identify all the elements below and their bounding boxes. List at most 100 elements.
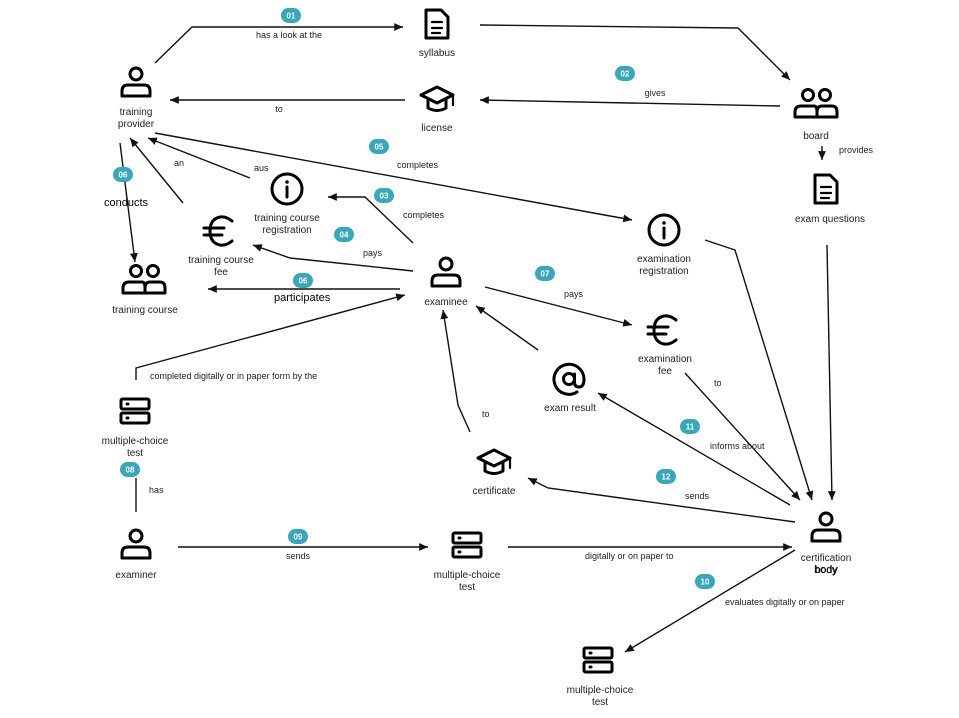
edge-questions-to-body	[826, 244, 836, 501]
edge-label-completes-exam-reg: completes	[397, 160, 439, 170]
edge-evaluates	[624, 549, 796, 653]
step-badge-03: 03	[374, 188, 394, 203]
node-label-line1: examinee	[424, 297, 468, 308]
edge-label-conducts: conducts	[104, 197, 149, 209]
document-icon	[424, 8, 450, 40]
edge-completes-exam-reg	[154, 132, 633, 223]
edge-label-completed-by: completed digitally or in paper form by …	[150, 371, 317, 381]
node-examinee: examinee	[424, 256, 468, 308]
node-training-course-fee: training course fee	[188, 215, 254, 278]
svg-text:11: 11	[686, 423, 695, 432]
node-label-line1: exam result	[544, 403, 596, 414]
step-badge-12: 12	[656, 469, 676, 484]
edge-label-provides: provides	[839, 145, 874, 155]
at-sign-icon	[552, 362, 586, 396]
euro-icon	[646, 314, 678, 346]
step-badge-04: 04	[334, 227, 354, 242]
server-icon	[451, 531, 483, 559]
node-training-course-registration: training course registration	[254, 172, 320, 236]
node-label-line1: training	[120, 107, 153, 118]
node-label-line1: training course	[188, 255, 254, 266]
edge-label-completes-course-reg: completes	[403, 210, 445, 220]
node-label-line2: test	[592, 697, 608, 708]
node-label-line2: registration	[262, 225, 311, 236]
step-badge-09: 09	[288, 529, 308, 544]
node-label-line1: multiple-choice	[434, 570, 501, 581]
edge-label-evaluates: evaluates digitally or on paper	[725, 597, 845, 607]
step-badge-01: 01	[281, 8, 301, 23]
step-badge-05: 05	[369, 139, 389, 154]
edge-label-to-exam-fee: to	[714, 378, 722, 388]
svg-text:04: 04	[340, 231, 349, 240]
node-multiple-choice-test-1: multiple-choice test	[102, 397, 169, 459]
node-label-line2: test	[459, 582, 475, 593]
edge-aus	[147, 137, 251, 179]
person-icon	[120, 66, 152, 98]
svg-text:02: 02	[621, 70, 630, 79]
svg-text:01: 01	[287, 12, 296, 21]
person-icon	[430, 256, 462, 288]
edge-label-aus: aus	[254, 163, 269, 173]
euro-icon	[202, 215, 234, 247]
edge-completes-course-reg	[328, 193, 414, 244]
edge-syllabus-to-board	[479, 24, 791, 81]
node-multiple-choice-test-3: multiple-choice test	[567, 646, 634, 708]
svg-text:09: 09	[294, 533, 303, 542]
node-label-line2: fee	[658, 366, 672, 377]
edges	[119, 23, 836, 653]
edge-label-to-license: to	[275, 104, 283, 114]
edge-certificate-to-examinee	[440, 309, 471, 433]
node-training-course: training course	[112, 264, 178, 316]
step-badges: 01 02 03 04 05 06 06 07 08 09 10 11 12	[113, 8, 715, 589]
edge-label-participates: participates	[274, 292, 331, 304]
edge-fee-to-body	[684, 372, 801, 501]
server-icon	[119, 397, 151, 425]
edge-label-gives: gives	[644, 88, 666, 98]
step-badge-07: 07	[535, 266, 555, 281]
step-badge-11: 11	[680, 419, 700, 434]
edge-pays-exam-fee	[484, 286, 633, 327]
node-label-line1: examiner	[115, 570, 157, 581]
node-label-line1: multiple-choice	[102, 436, 169, 447]
node-certificate: certificate	[473, 448, 516, 497]
step-badge-02: 02	[615, 66, 635, 81]
edge-label-sends-certificate: sends	[685, 491, 710, 501]
node-label-line1: multiple-choice	[567, 685, 634, 696]
svg-text:03: 03	[380, 192, 389, 201]
graduation-cap-icon	[476, 448, 512, 475]
node-label-line1: exam questions	[795, 214, 865, 225]
edge-completed-by	[135, 293, 406, 380]
info-icon	[270, 172, 304, 206]
node-label-line1: certificate	[473, 486, 516, 497]
edge-label-has-a-look-at: has a look at the	[256, 30, 322, 40]
node-label-line2: registration	[639, 266, 688, 277]
node-examiner: examiner	[115, 528, 157, 581]
edge-result-to-examinee	[475, 305, 539, 351]
node-label-line2: body	[815, 565, 837, 576]
edge-label-an: an	[174, 158, 184, 168]
step-badge-10: 10	[695, 574, 715, 589]
edge-label-sends-test: sends	[286, 551, 311, 561]
person-icon	[120, 528, 152, 560]
edge-labels: has a look at the gives to provides comp…	[104, 30, 874, 607]
edge-label-pays-exam-fee: pays	[564, 289, 584, 299]
node-exam-questions: exam questions	[795, 173, 865, 225]
node-examination-registration: examination registration	[637, 213, 691, 277]
edge-label-to-certificate: to	[482, 409, 490, 419]
step-badge-06-participates: 06	[293, 273, 313, 288]
node-multiple-choice-test-2: multiple-choice test	[434, 531, 501, 593]
node-license: license	[419, 85, 455, 134]
node-board: board	[793, 88, 839, 142]
node-label-line1: certification	[801, 553, 852, 564]
edge-exam-reg-to-body	[704, 239, 814, 501]
svg-text:10: 10	[701, 578, 710, 587]
svg-text:06: 06	[119, 171, 128, 180]
node-label-line1: examination	[638, 354, 692, 365]
node-label-line2: provider	[118, 119, 155, 130]
edge-label-has: has	[149, 485, 164, 495]
node-exam-result: exam result	[544, 362, 596, 414]
edge-label-pays-course-fee: pays	[363, 248, 383, 258]
svg-text:06: 06	[299, 277, 308, 286]
document-icon	[813, 173, 839, 205]
node-label-overlay: body	[814, 564, 838, 576]
